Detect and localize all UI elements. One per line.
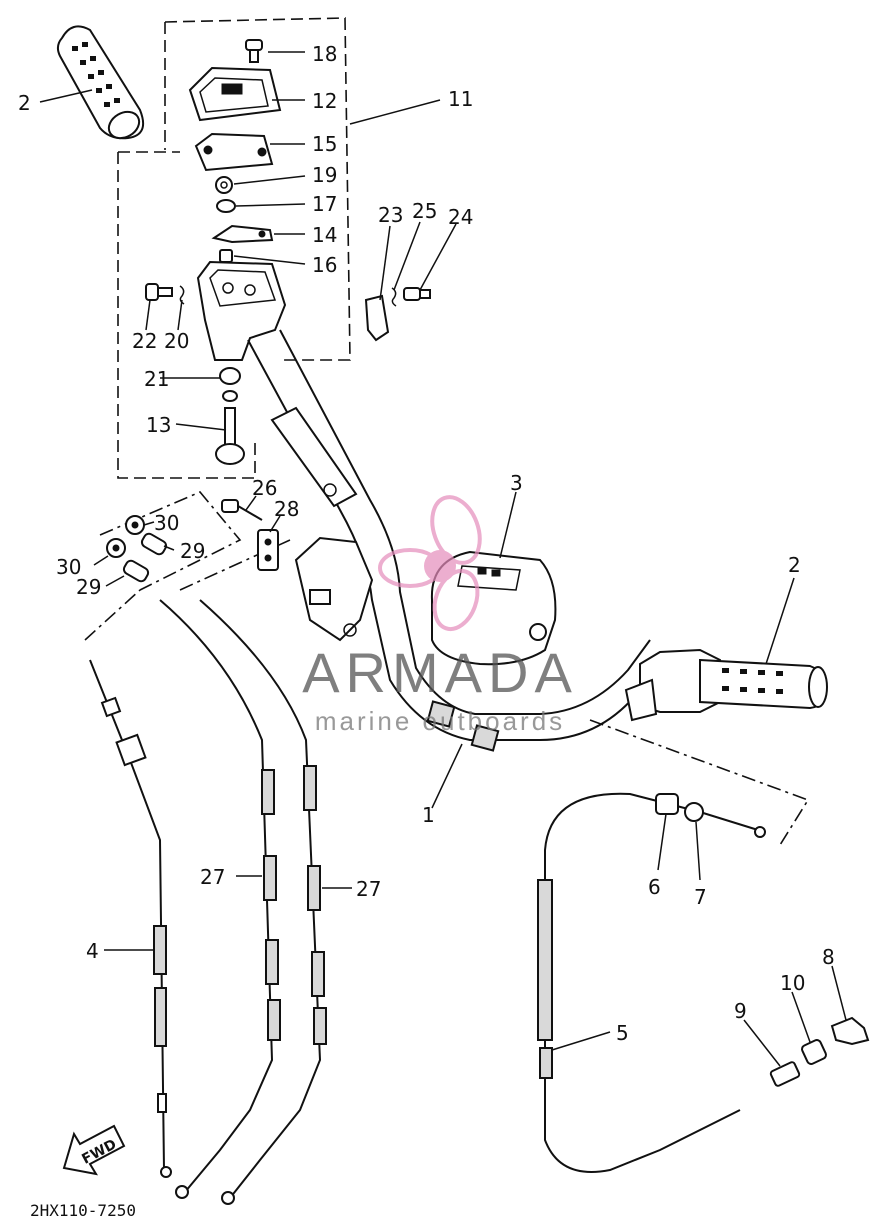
fitting-29-lower	[122, 559, 150, 583]
callout-8: 8	[822, 945, 835, 969]
callout-2-left: 2	[18, 91, 31, 115]
fwd-arrow: FWD	[62, 1124, 126, 1176]
shaft-13	[215, 407, 245, 465]
diagram-code: 2HX110-7250	[30, 1201, 136, 1220]
callout-27-right: 27	[356, 877, 381, 901]
callout-27-left: 27	[200, 865, 225, 889]
callout-2-right: 2	[788, 553, 801, 577]
callout-4: 4	[86, 939, 99, 963]
lever-14	[211, 224, 274, 244]
cable-27-outer	[199, 599, 327, 1205]
cap-8	[830, 1016, 870, 1046]
callout-12: 12	[312, 89, 337, 113]
adjuster-6	[655, 793, 679, 815]
callout-29-lower: 29	[76, 575, 101, 599]
callout-5: 5	[616, 1021, 629, 1045]
callout-11: 11	[448, 87, 473, 111]
callout-13: 13	[146, 413, 171, 437]
bolt-22	[145, 283, 173, 301]
callout-25: 25	[412, 199, 437, 223]
clamp-28	[257, 529, 279, 571]
callout-18: 18	[312, 42, 337, 66]
callouts: 2 18 12 11 15 19 17 14 16 23 25 24 22 20…	[18, 42, 835, 1045]
callout-10: 10	[780, 971, 805, 995]
watermark-title: ARMADA	[302, 641, 578, 704]
screw-18	[245, 39, 263, 63]
propeller-logo	[378, 495, 482, 632]
callout-21: 21	[144, 367, 169, 391]
watermark-subtitle: marine outboards	[315, 706, 565, 736]
callout-22: 22	[132, 329, 157, 353]
cover-12	[188, 66, 282, 122]
sleeve-10	[801, 1039, 827, 1065]
callout-23: 23	[378, 203, 403, 227]
lever-block	[294, 536, 374, 642]
callout-1: 1	[422, 803, 435, 827]
callout-30-upper: 30	[154, 511, 179, 535]
bracket-23	[364, 294, 390, 342]
callout-20: 20	[164, 329, 189, 353]
callout-16: 16	[312, 253, 337, 277]
locknut-7	[684, 802, 704, 822]
fitting-30-lower	[106, 538, 126, 558]
leader-lines	[39, 51, 847, 1067]
callout-9: 9	[734, 999, 747, 1023]
left-grip	[56, 25, 144, 140]
callout-26: 26	[252, 476, 277, 500]
washer-17	[216, 199, 236, 213]
right-grip	[624, 648, 828, 722]
cable-5	[537, 792, 766, 1173]
throttle-housing-group	[117, 151, 256, 479]
fitting-30-upper	[125, 515, 145, 535]
pin-26	[221, 499, 263, 521]
callout-29-upper: 29	[180, 539, 205, 563]
callout-3: 3	[510, 471, 523, 495]
cable-27-inner	[159, 599, 281, 1199]
switch-assembly-group-11	[164, 17, 351, 361]
callout-15: 15	[312, 132, 337, 156]
nut-9	[769, 1061, 801, 1087]
callout-17: 17	[312, 192, 337, 216]
callout-24: 24	[448, 205, 473, 229]
callout-19: 19	[312, 163, 337, 187]
callout-28: 28	[274, 497, 299, 521]
gasket-15	[194, 132, 274, 172]
spring-16	[219, 249, 233, 263]
cable-4	[89, 659, 172, 1178]
nut-19	[215, 176, 233, 194]
callout-6: 6	[648, 875, 661, 899]
callout-30-lower: 30	[56, 555, 81, 579]
washer-25	[391, 287, 397, 307]
fitting-29-upper	[140, 532, 168, 556]
nut-21	[219, 367, 241, 402]
throttle-housing	[196, 260, 287, 361]
screw-24	[403, 287, 431, 301]
callout-14: 14	[312, 223, 337, 247]
callout-7: 7	[694, 885, 707, 909]
